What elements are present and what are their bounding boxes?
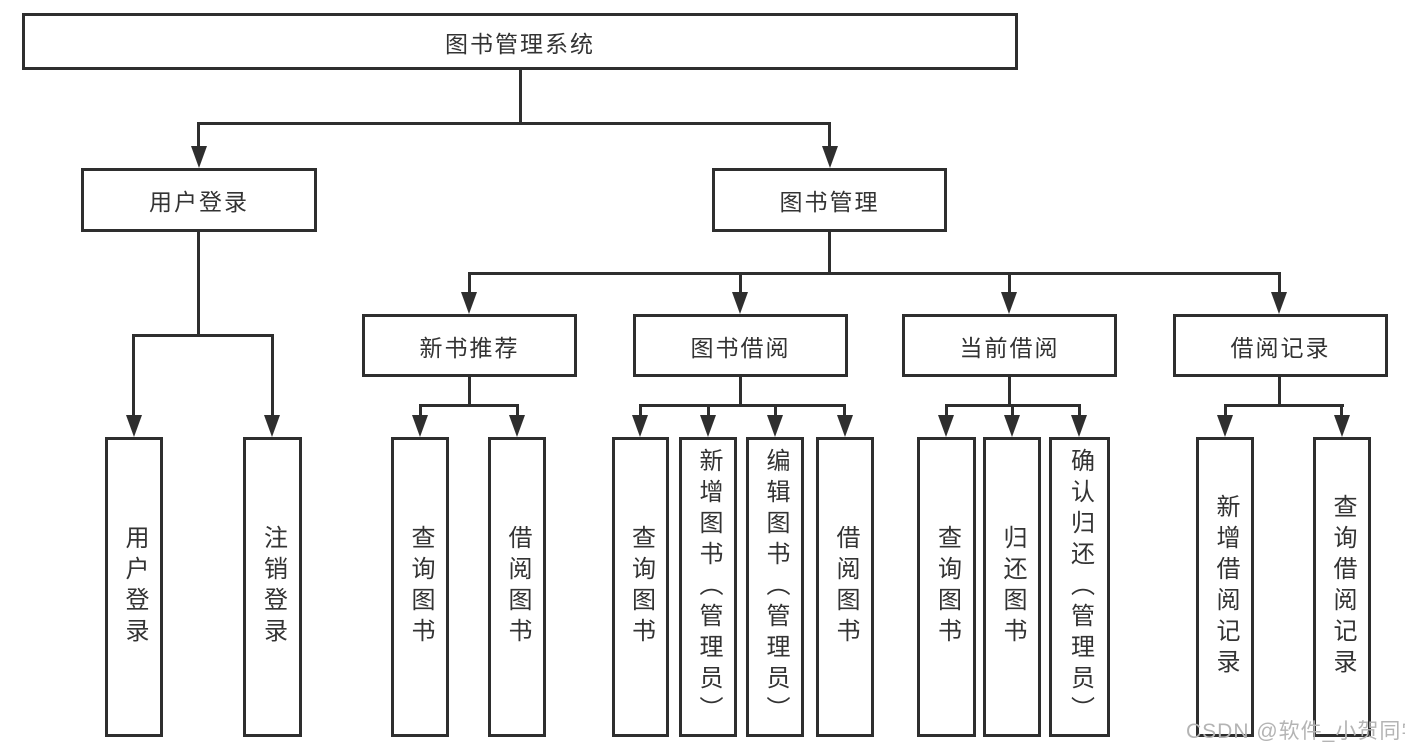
connector-line bbox=[132, 334, 135, 417]
arrow-down-icon bbox=[767, 415, 783, 437]
connector-line bbox=[271, 334, 274, 417]
connector-line bbox=[197, 122, 200, 148]
connector-line bbox=[739, 377, 742, 406]
connector-line bbox=[468, 272, 471, 294]
connector-line bbox=[1011, 404, 1014, 417]
node-book-borrow: 图书借阅 bbox=[633, 314, 848, 377]
connector-line bbox=[419, 404, 422, 417]
connector-line bbox=[1278, 377, 1281, 406]
arrow-down-icon bbox=[700, 415, 716, 437]
connector-line bbox=[739, 272, 742, 294]
arrow-down-icon bbox=[126, 415, 142, 437]
arrow-down-icon bbox=[461, 292, 477, 314]
connector-line bbox=[1078, 404, 1081, 417]
arrow-down-icon bbox=[1271, 292, 1287, 314]
leaf-nb-query-book: 查询图书 bbox=[391, 437, 449, 737]
connector-line bbox=[1340, 404, 1343, 417]
connector-line bbox=[828, 122, 831, 148]
connector-line bbox=[828, 232, 831, 275]
connector-line bbox=[1008, 377, 1011, 406]
connector-line bbox=[516, 404, 519, 417]
arrow-down-icon bbox=[837, 415, 853, 437]
connector-line bbox=[1224, 404, 1227, 417]
arrow-down-icon bbox=[732, 292, 748, 314]
node-user-login: 用户登录 bbox=[81, 168, 317, 232]
connector-line bbox=[1008, 272, 1011, 294]
arrow-down-icon bbox=[191, 146, 207, 168]
connector-line bbox=[468, 272, 1281, 275]
leaf-cb-confirm-return-admin: 确认归还（管理员） bbox=[1049, 437, 1110, 737]
arrow-down-icon bbox=[1004, 415, 1020, 437]
watermark: CSDN @软件_小贺同学 bbox=[1186, 720, 1405, 743]
connector-line bbox=[468, 377, 471, 406]
arrow-down-icon bbox=[1334, 415, 1350, 437]
node-new-book-recommend: 新书推荐 bbox=[362, 314, 577, 377]
arrow-down-icon bbox=[509, 415, 525, 437]
arrow-down-icon bbox=[632, 415, 648, 437]
arrow-down-icon bbox=[938, 415, 954, 437]
leaf-br-add-record: 新增借阅记录 bbox=[1196, 437, 1254, 737]
connector-line bbox=[945, 404, 948, 417]
leaf-user-login: 用户登录 bbox=[105, 437, 163, 737]
leaf-cb-return-book: 归还图书 bbox=[983, 437, 1041, 737]
arrow-down-icon bbox=[1217, 415, 1233, 437]
connector-line bbox=[519, 70, 522, 124]
connector-line bbox=[843, 404, 846, 417]
connector-line bbox=[774, 404, 777, 417]
node-borrow-records: 借阅记录 bbox=[1173, 314, 1388, 377]
connector-line bbox=[419, 404, 519, 407]
connector-line bbox=[639, 404, 846, 407]
connector-line bbox=[132, 334, 274, 337]
arrow-down-icon bbox=[264, 415, 280, 437]
arrow-down-icon bbox=[412, 415, 428, 437]
connector-line bbox=[707, 404, 710, 417]
connector-line bbox=[1278, 272, 1281, 294]
leaf-bb-add-book-admin: 新增图书（管理员） bbox=[679, 437, 737, 737]
connector-line bbox=[1224, 404, 1344, 407]
connector-line bbox=[197, 122, 831, 125]
node-root: 图书管理系统 bbox=[22, 13, 1018, 70]
connector-line bbox=[639, 404, 642, 417]
leaf-bb-query-book: 查询图书 bbox=[612, 437, 669, 737]
leaf-bb-borrow-book: 借阅图书 bbox=[816, 437, 874, 737]
leaf-bb-edit-book-admin: 编辑图书（管理员） bbox=[746, 437, 804, 737]
node-current-borrow: 当前借阅 bbox=[902, 314, 1117, 377]
arrow-down-icon bbox=[1001, 292, 1017, 314]
leaf-nb-borrow-book: 借阅图书 bbox=[488, 437, 546, 737]
arrow-down-icon bbox=[822, 146, 838, 168]
arrow-down-icon bbox=[1071, 415, 1087, 437]
leaf-br-query-record: 查询借阅记录 bbox=[1313, 437, 1371, 737]
connector-line bbox=[197, 232, 200, 336]
leaf-logout: 注销登录 bbox=[243, 437, 302, 737]
node-book-management: 图书管理 bbox=[712, 168, 947, 232]
leaf-cb-query-book: 查询图书 bbox=[917, 437, 976, 737]
